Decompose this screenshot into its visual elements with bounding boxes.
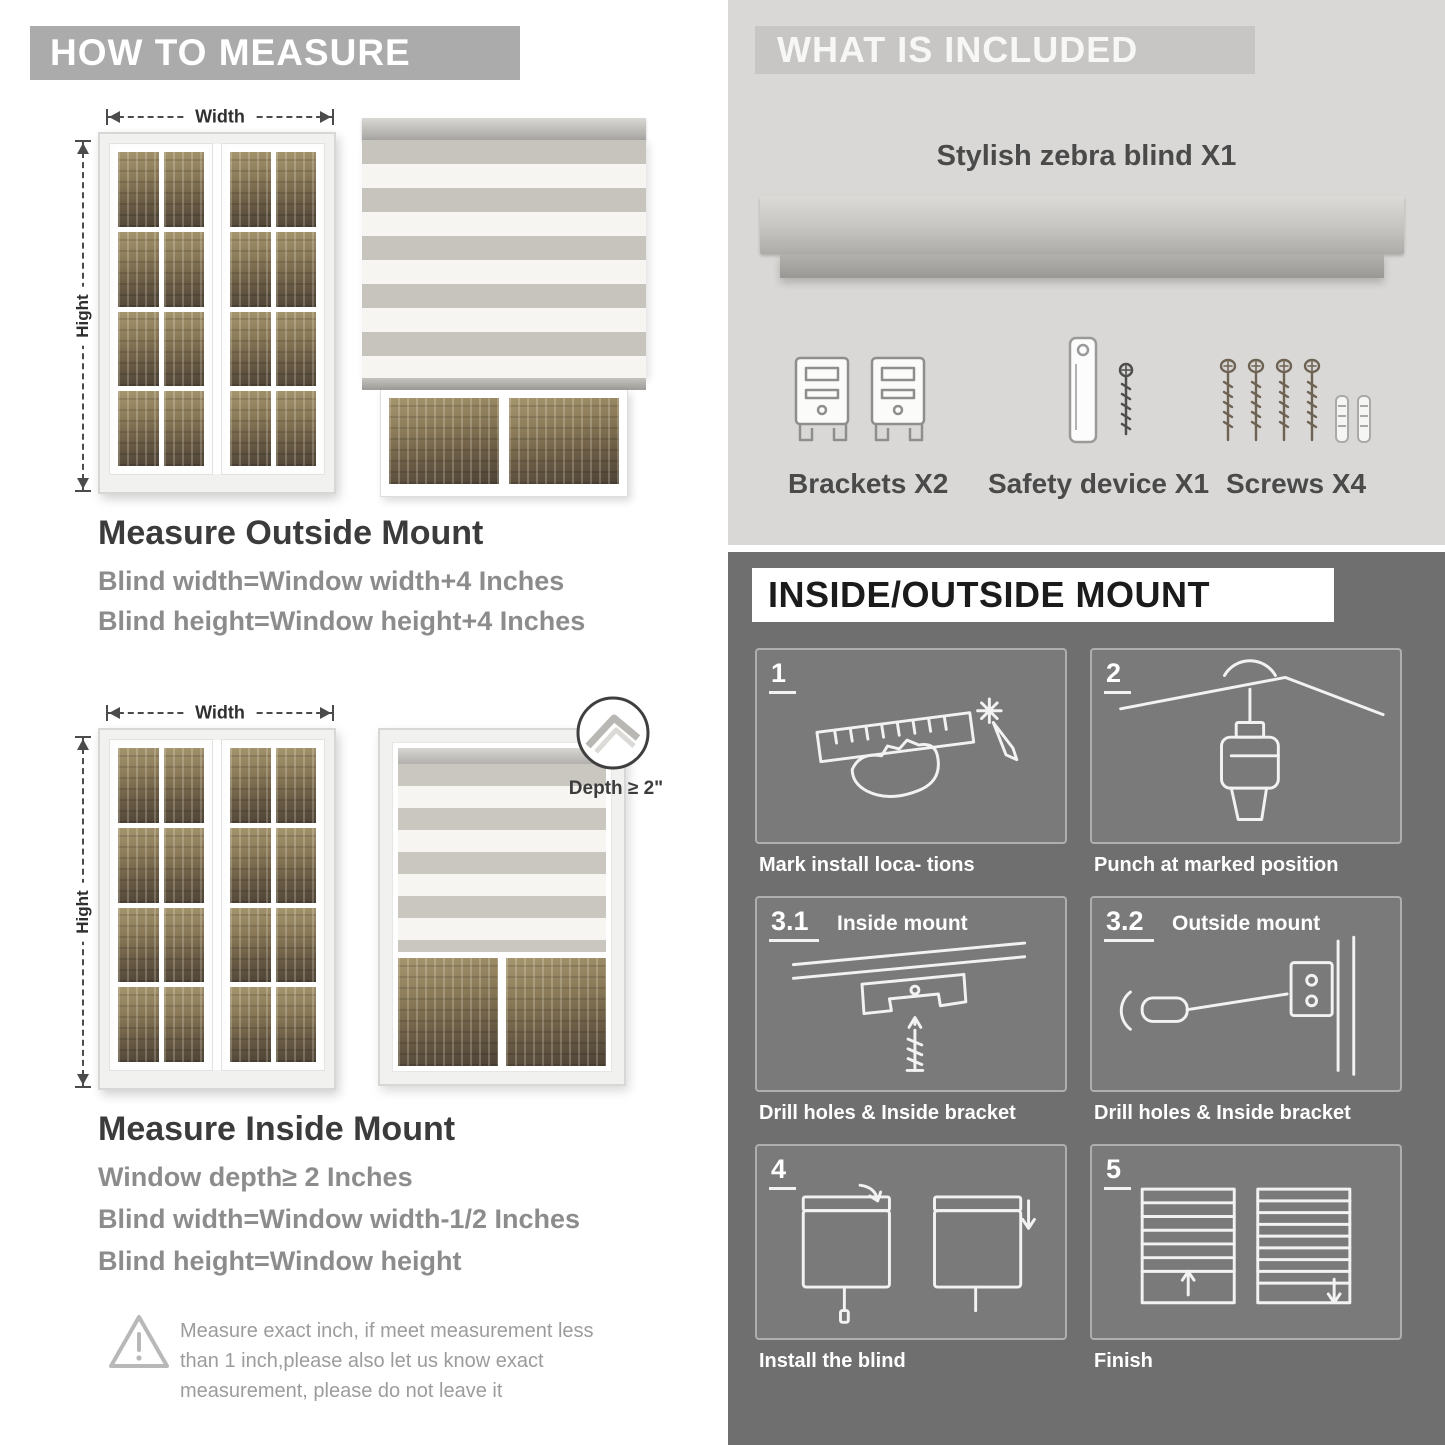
step-panel-5: 5 Finish [1090, 1144, 1402, 1373]
how-to-measure-title: HOW TO MEASURE [50, 32, 411, 73]
depth-callout-label: Depth ≥ 2" [568, 778, 664, 799]
measurement-warning-text: Measure exact inch, if meet measurement … [180, 1320, 594, 1402]
zebra-stripes [398, 764, 606, 952]
step-number: 2 [1104, 658, 1132, 694]
inside-bracket-art [791, 941, 1027, 1072]
window-sash [109, 143, 213, 475]
mark-location-art [815, 697, 1019, 798]
how-to-measure-banner: HOW TO MEASURE [30, 26, 520, 80]
depth-callout-icon [574, 694, 652, 772]
height-label: Hight [73, 286, 93, 346]
window-below-blind [398, 958, 606, 1066]
mount-banner: INSIDE/OUTSIDE MOUNT [752, 568, 1334, 622]
step-caption: Drill holes & Inside bracket [759, 1102, 1016, 1124]
outside-mount-heading: Measure Outside Mount [98, 514, 484, 552]
step-number: 3.2 [1104, 906, 1154, 942]
safety-device-label: Safety device X1 [988, 468, 1210, 499]
width-label: Width [185, 702, 255, 724]
finish-art [1140, 1187, 1352, 1305]
width-arrow: Width [106, 702, 334, 724]
step-panel-4: 4 Install the blind [755, 1144, 1067, 1373]
blind-bottom-rail [362, 378, 646, 390]
inside-mount-heading: Measure Inside Mount [98, 1110, 456, 1148]
step-number: 1 [769, 658, 797, 694]
inside-mount-formula-height: Blind height=Window height [98, 1246, 462, 1276]
step-caption: Mark install loca- tions [759, 854, 975, 876]
install-blind-art [801, 1183, 1036, 1324]
window-illustration-outside [98, 132, 336, 494]
blind-headrail-illustration [760, 196, 1404, 278]
brackets-label: Brackets X2 [788, 468, 949, 499]
step-panel-3-1: 3.1 Inside mount Drill holes & Inside br… [755, 896, 1067, 1125]
blind-cassette [362, 118, 646, 140]
inside-mount-blind-illustration [378, 728, 626, 1086]
window-illustration-inside [98, 728, 336, 1090]
blind-item-label: Stylish zebra blind X1 [936, 140, 1237, 172]
safety-device-icon [1042, 334, 1154, 460]
height-arrow: Hight [72, 736, 94, 1088]
screws-icon [1212, 348, 1384, 460]
zebra-stripes [362, 140, 646, 378]
width-arrow: Width [106, 106, 334, 128]
screws-label: Screws X4 [1226, 468, 1367, 499]
step-panel-1: 1 Mark install loca- tions [755, 648, 1067, 877]
window-sash [221, 739, 325, 1071]
window-sash [109, 739, 213, 1071]
outside-mount-formula-width: Blind width=Window width+4 Inches [98, 566, 565, 596]
step-number: 3.1 [769, 906, 819, 942]
mount-title: INSIDE/OUTSIDE MOUNT [768, 574, 1211, 615]
blind-cassette [398, 748, 606, 764]
warning-icon [106, 1312, 172, 1372]
what-is-included-banner: WHAT IS INCLUDED [755, 26, 1255, 74]
brackets-icon [786, 338, 936, 460]
outside-mount-blind-illustration [362, 118, 646, 497]
step-title: Outside mount [1172, 912, 1321, 935]
step-caption: Finish [1094, 1350, 1153, 1372]
drill-art [1119, 659, 1385, 821]
step-panel-2: 2 Punch at marked position [1090, 648, 1402, 877]
step-number: 4 [769, 1154, 797, 1190]
width-label: Width [185, 106, 255, 128]
step-caption: Punch at marked position [1094, 854, 1339, 876]
step-panel-3-2: 3.2 Outside mount Drill holes & Inside b… [1090, 896, 1402, 1125]
step-caption: Drill holes & Inside bracket [1094, 1102, 1351, 1124]
height-arrow: Hight [72, 140, 94, 492]
outside-mount-formula-height: Blind height=Window height+4 Inches [98, 606, 586, 636]
step-title: Inside mount [837, 912, 968, 935]
step-caption: Install the blind [759, 1350, 906, 1372]
step-number: 5 [1104, 1154, 1132, 1190]
outside-bracket-art [1119, 935, 1356, 1076]
what-is-included-title: WHAT IS INCLUDED [777, 29, 1139, 70]
inside-mount-formula-width: Blind width=Window width-1/2 Inches [98, 1204, 581, 1234]
window-sash [221, 143, 325, 475]
height-label: Hight [73, 882, 93, 942]
window-below-blind [380, 390, 628, 497]
inside-mount-depth-rule: Window depth≥ 2 Inches [98, 1162, 413, 1192]
